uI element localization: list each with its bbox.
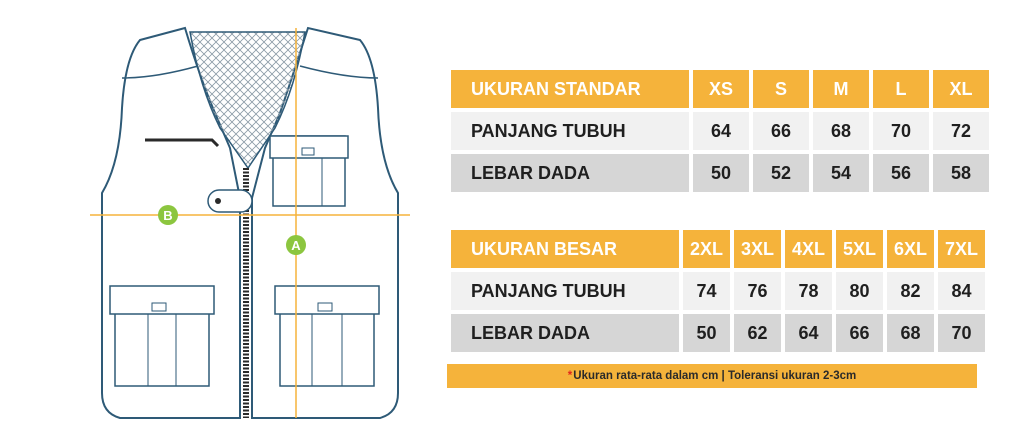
table-header-row: UKURAN BESAR 2XL 3XL 4XL 5XL 6XL 7XL [451, 230, 985, 268]
size-header: M [813, 70, 869, 108]
large-size-table: UKURAN BESAR 2XL 3XL 4XL 5XL 6XL 7XL PAN… [447, 226, 989, 356]
table-cell: 54 [813, 154, 869, 192]
size-header: XS [693, 70, 749, 108]
marker-a [286, 235, 306, 255]
tolerance-note: * Ukuran rata-rata dalam cm | Toleransi … [447, 364, 977, 388]
table-row: LEBAR DADA 50 52 54 56 58 [451, 154, 989, 192]
row-label: PANJANG TUBUH [451, 112, 689, 150]
row-label: LEBAR DADA [451, 314, 679, 352]
table-cell: 52 [753, 154, 809, 192]
size-header: 6XL [887, 230, 934, 268]
note-asterisk: * [567, 370, 573, 382]
note-text: Ukuran rata-rata dalam cm | Toleransi uk… [573, 370, 857, 382]
table-cell: 78 [785, 272, 832, 310]
row-label: PANJANG TUBUH [451, 272, 679, 310]
table-cell: 70 [873, 112, 929, 150]
table-cell: 62 [734, 314, 781, 352]
table-header-row: UKURAN STANDAR XS S M L XL [451, 70, 989, 108]
large-header: UKURAN BESAR [451, 230, 679, 268]
size-header: 3XL [734, 230, 781, 268]
marker-b-label: B [163, 208, 172, 223]
standard-size-table: UKURAN STANDAR XS S M L XL PANJANG TUBUH… [447, 66, 993, 196]
size-header: 7XL [938, 230, 985, 268]
table-cell: 80 [836, 272, 883, 310]
size-header: 4XL [785, 230, 832, 268]
row-label: LEBAR DADA [451, 154, 689, 192]
mesh-lining [189, 31, 306, 170]
table-row: PANJANG TUBUH 74 76 78 80 82 84 [451, 272, 985, 310]
table-cell: 82 [887, 272, 934, 310]
size-header: L [873, 70, 929, 108]
table-row: PANJANG TUBUH 64 66 68 70 72 [451, 112, 989, 150]
marker-a-label: A [291, 238, 301, 253]
size-header: XL [933, 70, 989, 108]
size-header: S [753, 70, 809, 108]
size-header: 2XL [683, 230, 730, 268]
vest-illustration: B A [90, 26, 410, 419]
table-cell: 50 [683, 314, 730, 352]
table-cell: 64 [785, 314, 832, 352]
table-cell: 66 [753, 112, 809, 150]
table-cell: 70 [938, 314, 985, 352]
marker-b [158, 205, 178, 225]
table-cell: 56 [873, 154, 929, 192]
size-header: 5XL [836, 230, 883, 268]
table-cell: 72 [933, 112, 989, 150]
table-cell: 64 [693, 112, 749, 150]
table-row: LEBAR DADA 50 62 64 66 68 70 [451, 314, 985, 352]
table-cell: 68 [813, 112, 869, 150]
table-cell: 66 [836, 314, 883, 352]
table-cell: 68 [887, 314, 934, 352]
table-cell: 74 [683, 272, 730, 310]
table-cell: 76 [734, 272, 781, 310]
table-cell: 58 [933, 154, 989, 192]
standard-header: UKURAN STANDAR [451, 70, 689, 108]
table-cell: 50 [693, 154, 749, 192]
table-cell: 84 [938, 272, 985, 310]
